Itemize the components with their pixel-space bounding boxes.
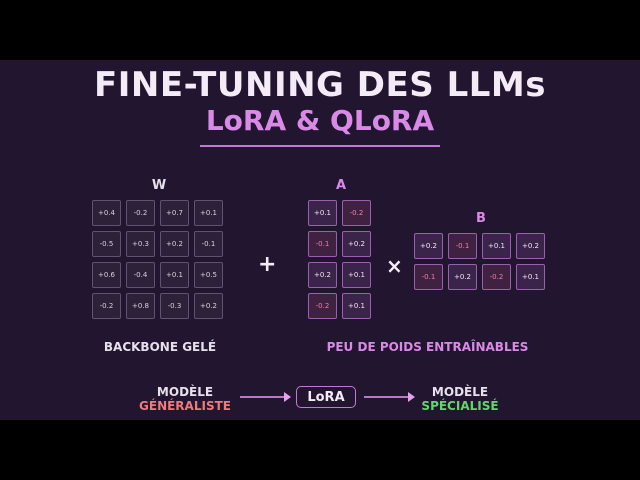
matrix-a: +0.1-0.2-0.1+0.2+0.2+0.1-0.2+0.1: [308, 200, 371, 319]
caption-frozen-backbone: BACKBONE GELÉ: [103, 340, 217, 354]
specialized-model-line1: MODÈLE: [431, 385, 489, 399]
page-title: FINE-TUNING DES LLMs: [94, 65, 546, 105]
matrix-a-cell: -0.1: [308, 231, 337, 257]
specialized-model-label: MODÈLE SPÉCIALISÉ: [410, 385, 510, 413]
matrix-w-cell: -0.5: [92, 231, 121, 257]
matrix-w-cell: +0.7: [160, 200, 189, 226]
page-subtitle: LoRA & QLoRA: [205, 104, 435, 137]
matrix-b-cell: -0.1: [414, 264, 443, 290]
matrix-a-cell: +0.2: [308, 262, 337, 288]
matrix-w-cell: -0.2: [126, 200, 155, 226]
matrix-w-cell: -0.3: [160, 293, 189, 319]
generalist-model-line1: MODÈLE: [156, 385, 214, 399]
matrix-b-cell: +0.1: [482, 233, 511, 259]
generalist-model-label: MODÈLE GÉNÉRALISTE: [130, 385, 240, 413]
matrix-b-cell: -0.2: [482, 264, 511, 290]
subtitle-underline: [200, 145, 440, 147]
lora-badge: LoRA: [296, 386, 356, 408]
matrix-b-cell: +0.2: [448, 264, 477, 290]
specialized-model-line2: SPÉCIALISÉ: [421, 399, 499, 413]
caption-trainable-weights: PEU DE POIDS ENTRAÎNABLES: [326, 340, 529, 354]
arrow-right-icon: [364, 392, 415, 402]
generalist-model-line2: GÉNÉRALISTE: [139, 399, 231, 413]
matrix-w-cell: -0.1: [194, 231, 223, 257]
arrow-right-icon: [240, 392, 291, 402]
matrix-a-cell: +0.2: [342, 231, 371, 257]
matrix-b-label: B: [476, 211, 486, 226]
matrix-a-cell: +0.1: [342, 293, 371, 319]
matrix-w-cell: +0.3: [126, 231, 155, 257]
matrix-w-cell: +0.8: [126, 293, 155, 319]
matrix-w-cell: +0.6: [92, 262, 121, 288]
matrix-w-label: W: [151, 178, 167, 193]
plus-operator: +: [258, 252, 277, 277]
matrix-w-cell: -0.4: [126, 262, 155, 288]
matrix-b: +0.2-0.1+0.1+0.2-0.1+0.2-0.2+0.1: [414, 233, 545, 290]
matrix-w: +0.4-0.2+0.7+0.1-0.5+0.3+0.2-0.1+0.6-0.4…: [92, 200, 223, 319]
matrix-b-cell: +0.2: [516, 233, 545, 259]
matrix-w-cell: +0.4: [92, 200, 121, 226]
matrix-a-cell: -0.2: [308, 293, 337, 319]
times-operator: ×: [386, 254, 403, 278]
matrix-w-cell: +0.2: [194, 293, 223, 319]
matrix-w-cell: +0.2: [160, 231, 189, 257]
matrix-a-cell: -0.2: [342, 200, 371, 226]
matrix-a-cell: +0.1: [342, 262, 371, 288]
matrix-b-cell: +0.2: [414, 233, 443, 259]
matrix-b-cell: +0.1: [516, 264, 545, 290]
matrix-a-label: A: [335, 178, 347, 193]
matrix-w-cell: +0.1: [194, 200, 223, 226]
matrix-b-cell: -0.1: [448, 233, 477, 259]
matrix-a-cell: +0.1: [308, 200, 337, 226]
matrix-w-cell: +0.1: [160, 262, 189, 288]
matrix-w-cell: +0.5: [194, 262, 223, 288]
matrix-w-cell: -0.2: [92, 293, 121, 319]
